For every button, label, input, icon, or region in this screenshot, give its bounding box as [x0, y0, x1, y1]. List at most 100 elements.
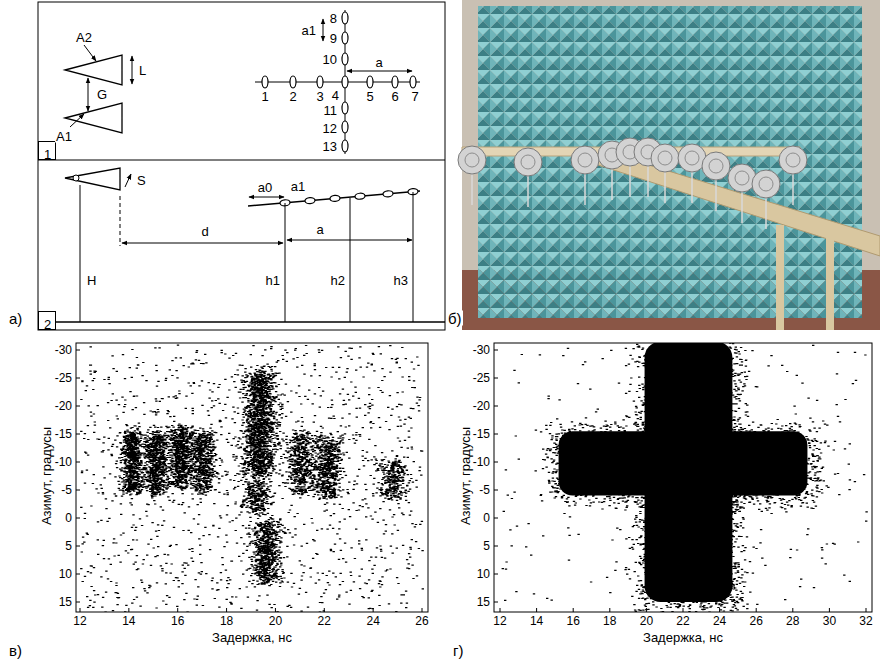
tick-mark — [76, 434, 80, 435]
panel-divider — [38, 160, 445, 161]
dipole-element — [410, 76, 416, 88]
tick-label: 22 — [675, 615, 690, 627]
schematic-label: a1 — [290, 180, 306, 193]
spiral-element-core — [578, 153, 592, 167]
schematic-label: S — [136, 174, 147, 187]
spiral-element — [571, 146, 599, 174]
tick-mark — [683, 608, 684, 612]
schematic-label: a — [315, 223, 324, 236]
panel-letter: а) — [8, 311, 23, 326]
schematic-label: 10 — [322, 53, 338, 66]
tick-label: -5 — [60, 484, 73, 496]
leader-line — [84, 45, 96, 61]
axis-title: Задержка, нс — [642, 631, 724, 644]
tick-label: 24 — [712, 615, 727, 627]
tick-mark — [494, 490, 498, 491]
schematic-label: 2 — [288, 90, 297, 103]
tick-label: -25 — [472, 372, 491, 384]
dipole-element — [290, 76, 296, 88]
schematic-label: a0 — [257, 181, 273, 194]
panel-letter: г) — [452, 643, 464, 658]
spiral-element-core — [521, 155, 535, 169]
tick-label: -5 — [478, 484, 491, 496]
tick-label: -20 — [54, 400, 73, 412]
height-line — [285, 203, 286, 322]
spiral-element — [514, 148, 542, 176]
reference-line — [120, 196, 121, 246]
tick-mark — [792, 608, 793, 612]
dimension-line — [132, 56, 133, 84]
schematic-label: 8 — [329, 12, 338, 25]
schematic-label: A2 — [75, 31, 93, 44]
axis-title: Азимут, градусы — [40, 426, 53, 526]
scatter-points — [502, 343, 868, 612]
tick-mark — [494, 434, 498, 435]
dimension-line — [122, 243, 283, 244]
spiral-element-core — [786, 153, 800, 167]
panel-number: 2 — [44, 318, 51, 331]
tick-label: 5 — [64, 540, 73, 552]
tick-mark — [76, 350, 80, 351]
schematic-label: 13 — [322, 140, 338, 153]
tick-mark — [609, 608, 610, 612]
plot-frame — [494, 343, 872, 612]
schematic-label: 5 — [365, 90, 374, 103]
tick-mark — [76, 574, 80, 575]
panel-number-box: 2 — [38, 311, 56, 330]
schematic-label: 1 — [260, 90, 269, 103]
dipole-element — [383, 190, 393, 197]
schematic-label: G — [96, 88, 108, 101]
tick-label: -25 — [54, 372, 73, 384]
wooden-beam — [595, 150, 880, 256]
schematic-label: 7 — [410, 90, 419, 103]
tick-mark — [646, 608, 647, 612]
tick-mark — [494, 574, 498, 575]
tick-label: 12 — [72, 615, 87, 627]
tick-mark — [76, 546, 80, 547]
tick-label: -30 — [472, 344, 491, 356]
dipole-element — [342, 140, 348, 152]
dipole-element — [330, 195, 340, 202]
tick-mark — [829, 608, 830, 612]
tick-mark — [500, 608, 501, 612]
schematic-label: L — [138, 64, 147, 77]
spiral-element — [728, 164, 756, 192]
tick-label: -10 — [472, 456, 491, 468]
tick-label: 24 — [365, 615, 380, 627]
dipole-element — [317, 76, 323, 88]
schematic-label: 6 — [390, 90, 399, 103]
dipole-element — [342, 12, 348, 24]
spiral-element — [779, 146, 807, 174]
tick-label: -30 — [54, 344, 73, 356]
panel-frame — [38, 2, 445, 330]
schematic-label: h3 — [393, 274, 409, 287]
tick-label: 20 — [639, 615, 654, 627]
tick-label: -10 — [54, 456, 73, 468]
height-line — [80, 185, 81, 322]
spiral-element — [458, 146, 486, 174]
beam-support — [776, 225, 784, 330]
schematic-label: 9 — [329, 32, 338, 45]
tick-mark — [494, 378, 498, 379]
horn-antenna — [65, 168, 120, 190]
tick-mark — [177, 608, 178, 612]
tick-label: 15 — [58, 596, 73, 608]
tick-label: 16 — [566, 615, 581, 627]
tick-label: 14 — [121, 615, 136, 627]
spiral-element-core — [658, 151, 672, 165]
tick-mark — [573, 608, 574, 612]
tick-mark — [494, 602, 498, 603]
scatter-group — [502, 343, 868, 612]
dipole-element — [342, 121, 348, 133]
tick-mark — [536, 608, 537, 612]
tick-mark — [719, 608, 720, 612]
tick-mark — [866, 608, 867, 612]
tick-label: 16 — [170, 615, 185, 627]
ground-line — [38, 321, 445, 323]
tick-mark — [76, 490, 80, 491]
tick-mark — [128, 608, 129, 612]
dipole-element — [342, 32, 348, 44]
schematic-label: 3 — [315, 90, 324, 103]
